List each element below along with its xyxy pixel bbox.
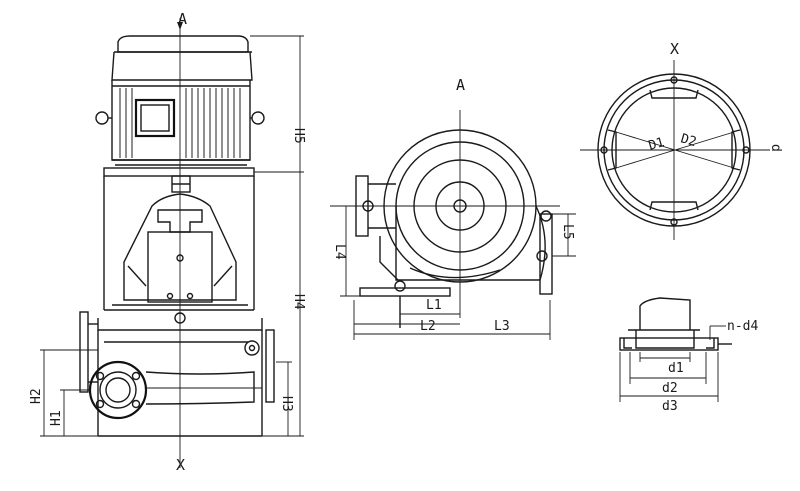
foot-section: n-d4 d1 d2 d3	[619, 297, 758, 414]
label-d2: d2	[662, 381, 678, 396]
label-d1-cap: D1	[647, 135, 666, 154]
label-d2-cap: D2	[679, 131, 698, 150]
pump-casing	[79, 311, 275, 437]
front-dimensions	[40, 35, 304, 437]
label-h1: H1	[49, 410, 64, 426]
label-h4: H4	[291, 294, 306, 310]
front-view: A X H5 H4 H3 H2 H1	[29, 10, 306, 474]
label-d-small: d	[768, 144, 783, 152]
label-l4: L4	[332, 244, 347, 260]
coupling-bracket	[103, 167, 255, 324]
side-view-a: A L4 L5 L1 L2 L3	[330, 76, 576, 340]
label-view-a-top: A	[178, 10, 187, 28]
label-l1: L1	[426, 298, 442, 313]
label-d1: d1	[668, 361, 684, 376]
label-l3: L3	[494, 319, 510, 334]
motor-body	[95, 80, 265, 166]
view-a-arrow	[177, 22, 183, 30]
label-view-x: X	[670, 40, 679, 58]
label-view-a: A	[456, 76, 465, 94]
label-h5: H5	[291, 128, 306, 144]
label-n-d4: n-d4	[727, 319, 758, 334]
label-l5: L5	[560, 224, 575, 240]
label-d3: d3	[662, 399, 678, 414]
label-h2: H2	[29, 388, 44, 404]
motor-fan-cap	[111, 35, 253, 81]
label-view-x-bottom: X	[176, 456, 185, 474]
view-x: X D1 D2 d	[580, 40, 783, 240]
label-h3: H3	[279, 396, 294, 412]
label-l2: L2	[420, 319, 436, 334]
